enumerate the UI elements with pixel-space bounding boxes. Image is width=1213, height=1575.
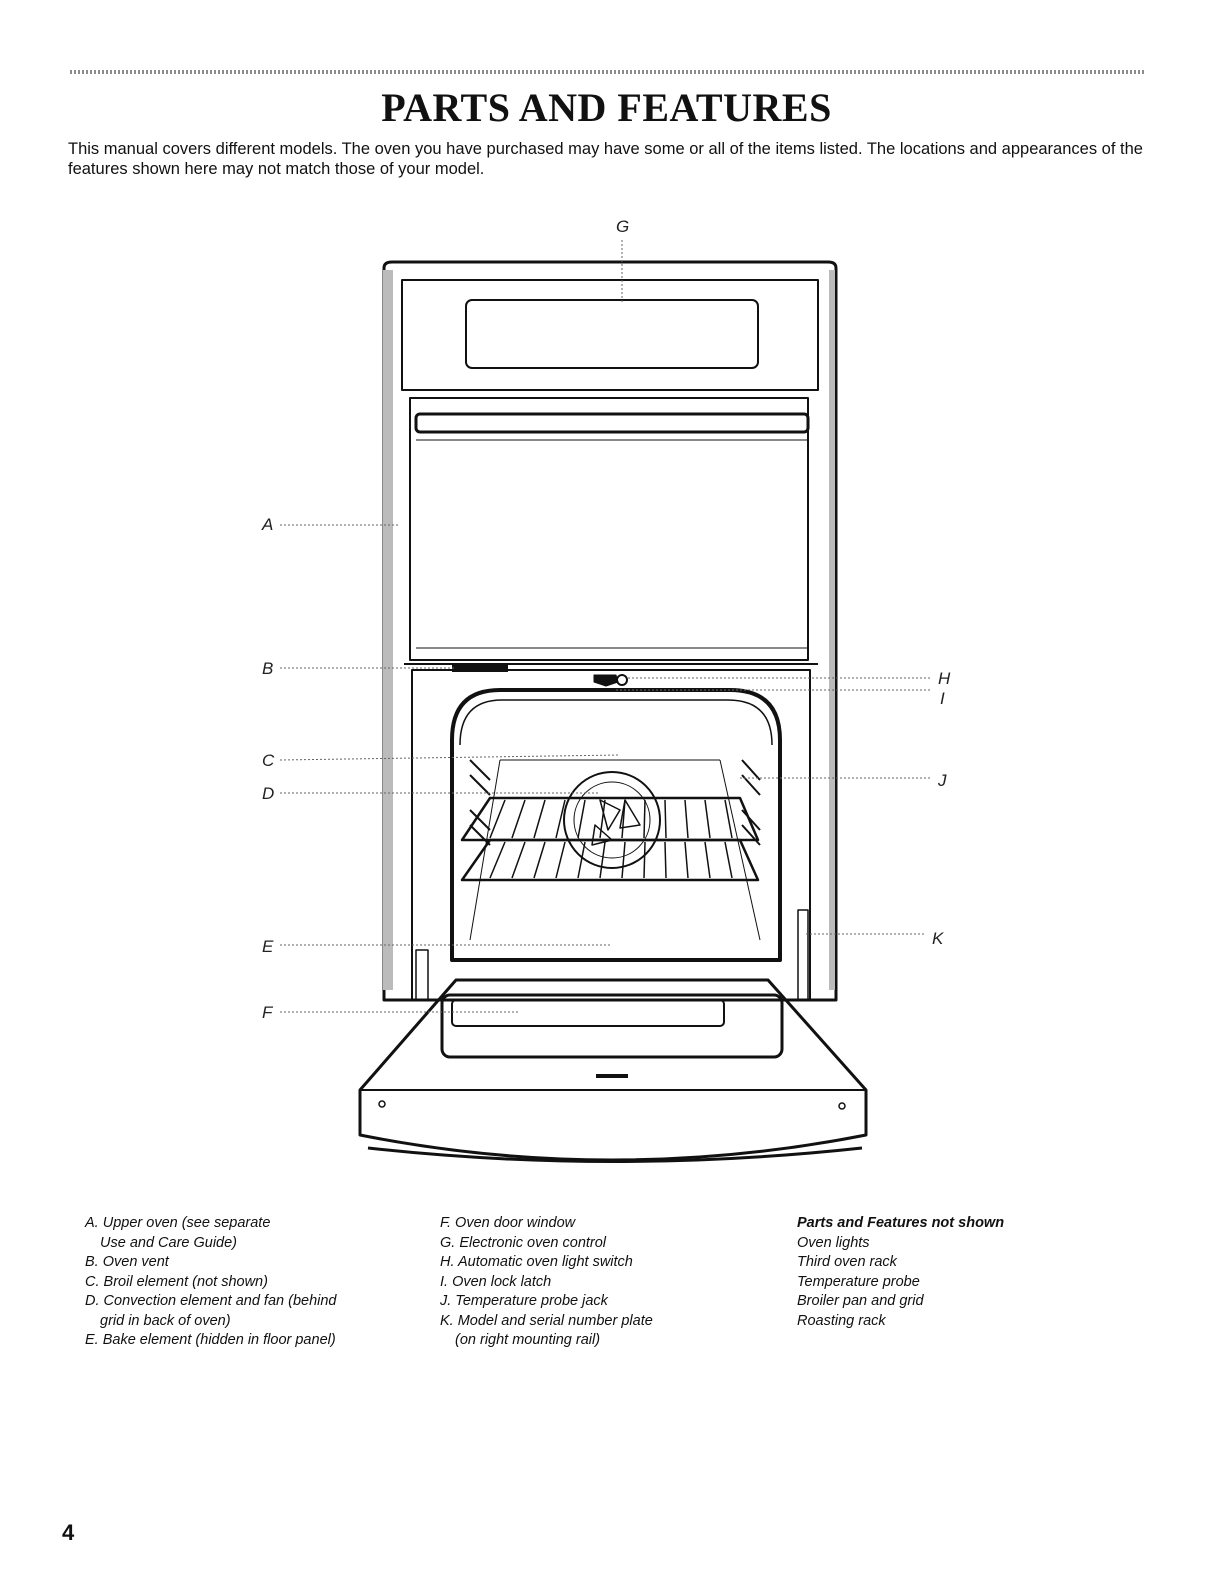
convection-fan — [563, 771, 661, 869]
callout-g: G — [616, 217, 629, 236]
cabinet-inner — [401, 279, 819, 391]
callout-leaders — [279, 524, 930, 1013]
callout-b: B — [262, 659, 273, 678]
legend-not-shown-heading: Parts and Features not shown — [797, 1215, 1005, 1231]
control-panel — [465, 299, 759, 369]
legend-column-2: F. Oven door window G. Electronic oven c… — [440, 1214, 740, 1351]
lower-oven-cavity — [450, 688, 782, 962]
legend-item-j: J. Temperature probe jack — [440, 1293, 608, 1309]
page-number: 4 — [62, 1520, 75, 1545]
legend-item-a-cont: Use and Care Guide) — [100, 1234, 238, 1251]
legend-not-shown-item: Broiler pan and grid — [797, 1293, 924, 1309]
legend-not-shown-item: Temperature probe — [797, 1273, 920, 1290]
callout-f: F — [262, 1003, 274, 1022]
callout-d: D — [262, 784, 274, 803]
legend-column-1: A. Upper oven (see separate Use and Care… — [85, 1214, 385, 1351]
upper-oven-handle — [414, 412, 810, 434]
top-rule — [70, 70, 1145, 74]
legend-item-k: K. Model and serial number plate — [440, 1312, 653, 1329]
callout-a: A — [261, 515, 273, 534]
lower-oven-rack — [460, 838, 760, 882]
door-window — [440, 993, 784, 1059]
legend-item-g: G. Electronic oven control — [440, 1234, 607, 1251]
legend-not-shown-item: Roasting rack — [797, 1312, 886, 1329]
legend-item-b: B. Oven vent — [85, 1254, 169, 1270]
callout-e: E — [262, 937, 274, 956]
legend-item-e: E. Bake element (hidden in floor panel) — [85, 1332, 336, 1348]
legend-not-shown-item: Third oven rack — [797, 1254, 897, 1270]
callout-c: C — [262, 751, 275, 770]
oven-door — [358, 978, 868, 1162]
oven-diagram: G A B C D E F H I J K — [261, 217, 951, 1163]
legend-item-d: D. Convection element and fan (behind — [85, 1293, 337, 1309]
oven-vent — [452, 664, 508, 672]
legend-item-d-cont: grid in back of oven) — [100, 1312, 231, 1329]
legend-column-3: Parts and Features not shown Oven lights… — [797, 1214, 1127, 1331]
upper-oven — [409, 397, 809, 661]
legend-item-i: I. Oven lock latch — [440, 1273, 552, 1290]
callout-k: K — [932, 929, 944, 948]
legend-item-h: H. Automatic oven light switch — [440, 1254, 633, 1270]
legend-not-shown-item: Oven lights — [797, 1234, 870, 1251]
page-title: PARTS AND FEATURES — [381, 85, 832, 130]
legend-item-c: C. Broil element (not shown) — [85, 1273, 268, 1290]
legend-item-f: F. Oven door window — [440, 1215, 576, 1231]
legend-item-k-cont: (on right mounting rail) — [455, 1332, 601, 1348]
light-switch — [616, 674, 628, 686]
callout-h: H — [938, 669, 951, 688]
upper-oven-rack — [460, 796, 760, 842]
legend-item-a: A. Upper oven (see separate — [85, 1215, 271, 1231]
callout-j: J — [937, 771, 947, 790]
cabinet-outline — [382, 260, 838, 1002]
intro-paragraph: This manual covers different models. The… — [68, 140, 1143, 178]
callout-i: I — [940, 689, 945, 708]
lock-latch — [593, 674, 619, 687]
